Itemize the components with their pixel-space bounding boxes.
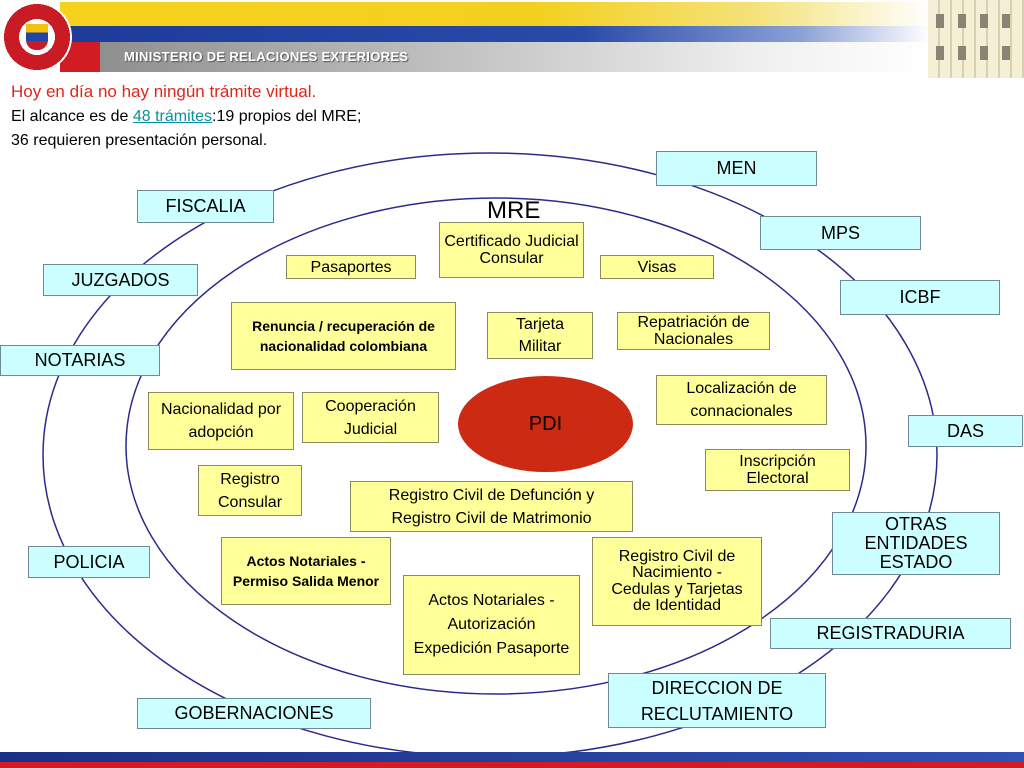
proc-cooperacion-judicial: Cooperación Judicial [302, 392, 439, 443]
entity-juzgados: JUZGADOS [43, 264, 198, 296]
intro-scope-suffix: :19 propios del MRE; [212, 108, 362, 125]
entity-notarias: NOTARIAS [0, 345, 160, 376]
intro-headline: Hoy en día no hay ningún trámite virtual… [11, 82, 317, 101]
entity-men: MEN [656, 151, 817, 186]
entity-gobernaciones: GOBERNACIONES [137, 698, 371, 729]
mre-ring [125, 197, 867, 695]
proc-nacionalidad-adopcion: Nacionalidad por adopción [148, 392, 294, 450]
entity-mps: MPS [760, 216, 921, 250]
intro-scope: El alcance es de 48 trámites:19 propios … [11, 107, 361, 127]
entity-fiscalia: FISCALIA [137, 190, 274, 223]
proc-actos-notariales-menor: Actos Notariales - Permiso Salida Menor [221, 537, 391, 605]
proc-pasaportes: Pasaportes [286, 255, 416, 279]
proc-tarjeta-militar: Tarjeta Militar [487, 312, 593, 359]
tramites-link[interactable]: 48 trámites [132, 108, 212, 125]
proc-renuncia-nacionalidad: Renuncia / recuperación de nacionalidad … [231, 302, 456, 370]
proc-visas: Visas [600, 255, 714, 279]
coat-of-arms-icon [26, 24, 48, 50]
entity-otras-entidades: OTRAS ENTIDADES ESTADO [832, 512, 1000, 575]
proc-registro-defuncion-matrimonio: Registro Civil de Defunción y Registro C… [350, 481, 633, 532]
footer-band-blue [0, 752, 1024, 762]
flag-band-blue [60, 26, 930, 42]
proc-inscripcion-electoral: Inscripción Electoral [705, 449, 850, 491]
proc-actos-notariales-pasaporte: Actos Notariales - Autorización Expedici… [403, 575, 580, 675]
proc-localizacion: Localización de connacionales [656, 375, 827, 425]
entity-icbf: ICBF [840, 280, 1000, 315]
flag-band-yellow [60, 2, 930, 26]
pdi-center: PDI [458, 376, 633, 472]
header-banner: MINISTERIO DE RELACIONES EXTERIORES [0, 0, 1024, 78]
colombia-seal-icon [2, 2, 72, 72]
entity-registraduria: REGISTRADURIA [770, 618, 1011, 649]
entity-policia: POLICIA [28, 546, 150, 578]
entity-das: DAS [908, 415, 1023, 447]
proc-repatriacion: Repatriación de Nacionales [617, 312, 770, 350]
proc-registro-consular: Registro Consular [198, 465, 302, 516]
building-image [928, 0, 1024, 78]
mre-label: MRE [487, 197, 541, 224]
intro-personal: 36 requieren presentación personal. [11, 132, 268, 149]
proc-registro-nacimiento: Registro Civil de Nacimiento - Cedulas y… [592, 537, 762, 626]
entity-direccion-reclutamiento: DIRECCION DE RECLUTAMIENTO [608, 673, 826, 728]
intro-scope-prefix: El alcance es de [11, 108, 133, 125]
proc-certificado-judicial: Certificado Judicial Consular [439, 222, 584, 278]
ministry-title: MINISTERIO DE RELACIONES EXTERIORES [124, 49, 409, 64]
header-grey-band [95, 42, 930, 72]
footer-band-red [0, 762, 1024, 768]
